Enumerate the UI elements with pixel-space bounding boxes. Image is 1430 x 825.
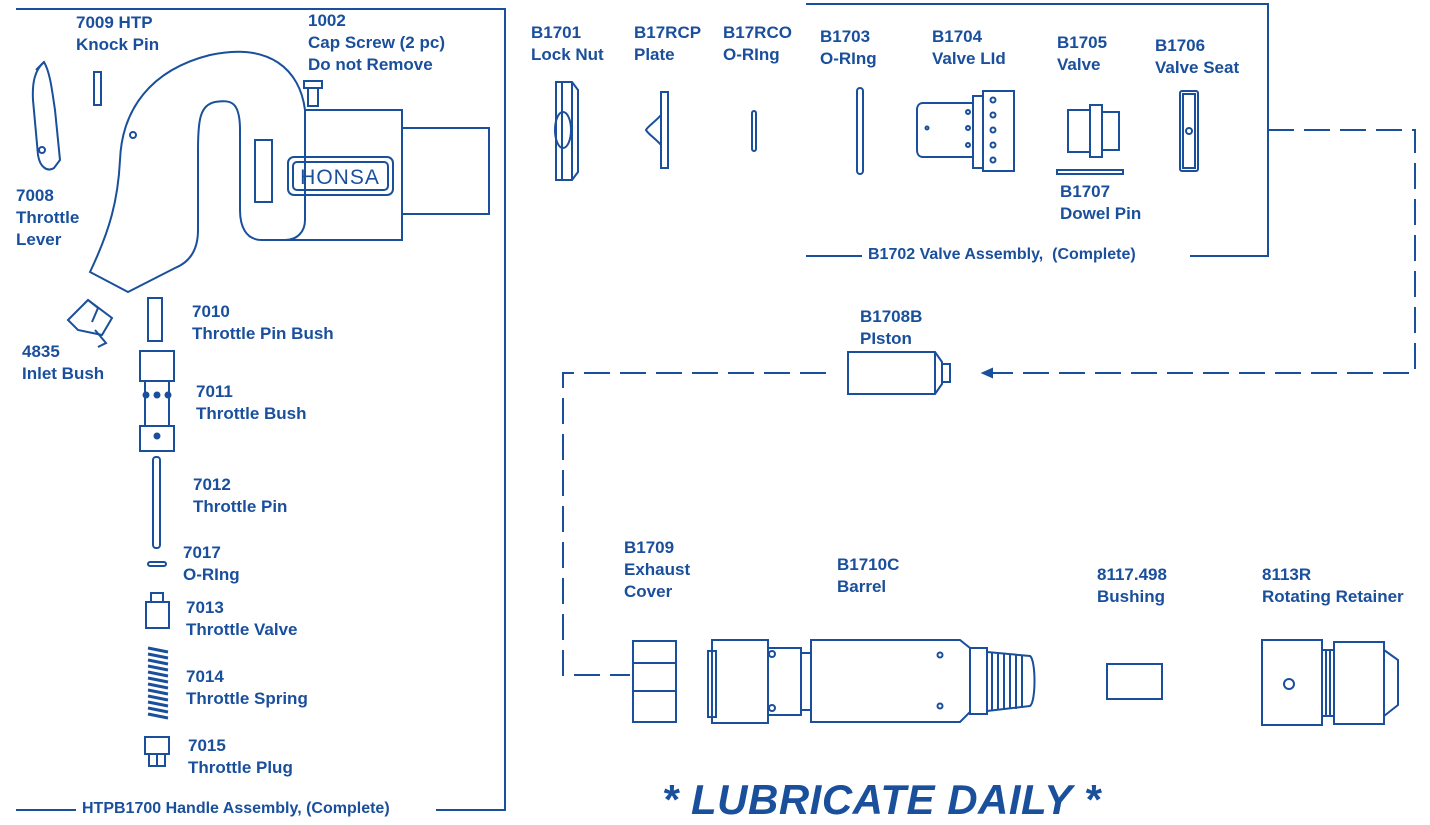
honsa-logo: HONSA bbox=[300, 166, 380, 189]
throttle-valve-7013 bbox=[145, 592, 170, 629]
inlet-bush-4835 bbox=[66, 298, 114, 348]
throttle-lever-7008 bbox=[31, 60, 62, 171]
piston-b1708b bbox=[847, 351, 951, 395]
label-b1710c: B1710C Barrel bbox=[837, 555, 900, 596]
label-b1707: B1707 Dowel Pin bbox=[1060, 182, 1142, 223]
label-8117-498: 8117.498 Bushing bbox=[1097, 565, 1167, 606]
knock-pin-7009 bbox=[93, 71, 102, 106]
label-7014: 7014 Throttle Spring bbox=[186, 667, 308, 708]
connector-valve-to-piston bbox=[983, 129, 1416, 374]
handle-assembly-frame bbox=[16, 8, 506, 811]
plate-b17rcp bbox=[644, 91, 669, 169]
handle-body bbox=[88, 50, 490, 294]
exhaust-cover-b1709 bbox=[632, 640, 677, 723]
lock-nut-b1701 bbox=[554, 81, 579, 181]
valve-lid-b1704 bbox=[916, 90, 1015, 172]
label-7015: 7015 Throttle Plug bbox=[188, 736, 293, 777]
label-8113r: 8113R Rotating Retainer bbox=[1262, 565, 1404, 606]
label-7011: 7011 Throttle Bush bbox=[196, 382, 307, 423]
valve-seat-b1706 bbox=[1179, 90, 1199, 172]
cap-screw-1002 bbox=[303, 80, 323, 107]
connector-piston-to-barrel bbox=[562, 372, 826, 676]
label-b1709: B1709 Exhaust Cover bbox=[624, 538, 691, 601]
label-b1705: B1705 Valve bbox=[1057, 33, 1108, 74]
label-7017: 7017 O-RIng bbox=[183, 543, 240, 584]
throttle-pin-7012 bbox=[152, 456, 161, 549]
throttle-bush-7011 bbox=[139, 350, 175, 452]
throttle-pin-bush-7010 bbox=[147, 297, 163, 342]
label-b17rco: B17RCO O-RIng bbox=[723, 23, 792, 64]
label-b1708b: B1708B PIston bbox=[860, 307, 923, 348]
o-ring-b1703 bbox=[856, 87, 864, 175]
valve-assembly-title: B1702 Valve Assembly, (Complete) bbox=[862, 246, 1142, 264]
label-7012: 7012 Throttle Pin bbox=[193, 475, 288, 516]
dowel-pin-b1707 bbox=[1056, 169, 1124, 175]
o-ring-7017 bbox=[147, 561, 167, 567]
label-b1706: B1706 Valve Seat bbox=[1155, 36, 1240, 77]
label-7013: 7013 Throttle Valve bbox=[186, 598, 298, 639]
label-4835: 4835 Inlet Bush bbox=[22, 342, 105, 383]
label-b1701: B1701 Lock Nut bbox=[531, 23, 604, 64]
label-b1703: B1703 O-RIng bbox=[820, 27, 877, 68]
label-7008: 7008 Throttle Lever bbox=[16, 186, 80, 249]
label-1002: 1002 Cap Screw (2 pc) Do not Remove bbox=[308, 11, 445, 74]
label-7009: 7009 HTP Knock Pin bbox=[76, 13, 160, 54]
throttle-plug-7015 bbox=[144, 736, 170, 767]
o-ring-b17rco bbox=[751, 110, 757, 152]
handle-assembly-title: HTPB1700 Handle Assembly, (Complete) bbox=[76, 800, 396, 818]
label-b1704: B1704 Valve LId bbox=[932, 27, 1006, 68]
label-b17rcp: B17RCP Plate bbox=[634, 23, 702, 64]
barrel-b1710c bbox=[707, 639, 1036, 724]
label-7010: 7010 Throttle Pin Bush bbox=[192, 302, 334, 343]
throttle-spring-7014 bbox=[147, 646, 169, 720]
rotating-retainer-8113r bbox=[1261, 639, 1399, 726]
valve-b1705 bbox=[1067, 104, 1120, 158]
bushing-8117-498 bbox=[1106, 663, 1163, 700]
lubricate-note: * LUBRICATE DAILY * bbox=[662, 776, 1101, 823]
